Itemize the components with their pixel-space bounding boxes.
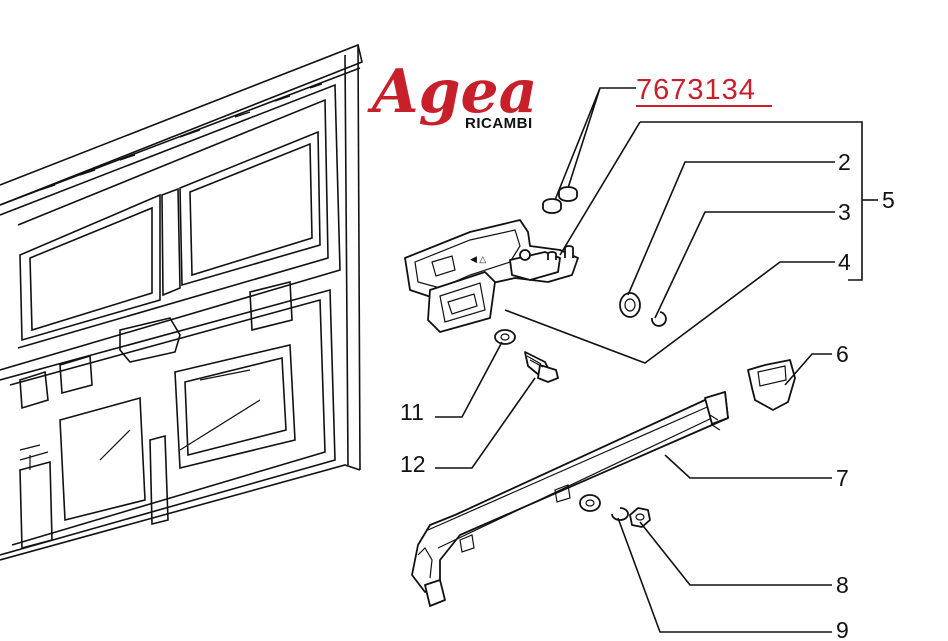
nut bbox=[629, 507, 651, 528]
spring-washer bbox=[611, 507, 629, 521]
logo-brand-text: Agea bbox=[367, 57, 538, 127]
part-number-leader bbox=[554, 87, 636, 201]
washer bbox=[494, 329, 516, 345]
callout-4: 4 bbox=[838, 249, 851, 275]
callout-3: 3 bbox=[838, 199, 851, 225]
callout-7: 7 bbox=[836, 465, 849, 491]
plastic-caps bbox=[542, 186, 578, 214]
guide-bracket bbox=[747, 359, 796, 411]
rail-washer bbox=[579, 494, 601, 512]
hinge-bracket: ◀ △ bbox=[404, 219, 579, 333]
callout-6: 6 bbox=[836, 341, 849, 367]
van-door-panel bbox=[0, 43, 363, 561]
callout-11: 11 bbox=[400, 399, 424, 425]
part-number-label: 7673134 bbox=[636, 74, 756, 106]
callout-5: 5 bbox=[882, 187, 895, 213]
callout-9: 9 bbox=[836, 617, 849, 641]
agea-logo: Agea RICAMBI bbox=[367, 57, 538, 132]
callout-2: 2 bbox=[838, 149, 851, 175]
bolt bbox=[524, 351, 559, 383]
roller bbox=[619, 292, 641, 318]
svg-text:◀ △: ◀ △ bbox=[470, 254, 486, 264]
leader-lines bbox=[435, 121, 878, 633]
callout-12: 12 bbox=[400, 451, 426, 477]
callout-8: 8 bbox=[836, 572, 849, 598]
circlip bbox=[651, 311, 667, 327]
logo-sub-text: RICAMBI bbox=[465, 115, 533, 132]
guide-rail bbox=[411, 391, 729, 607]
